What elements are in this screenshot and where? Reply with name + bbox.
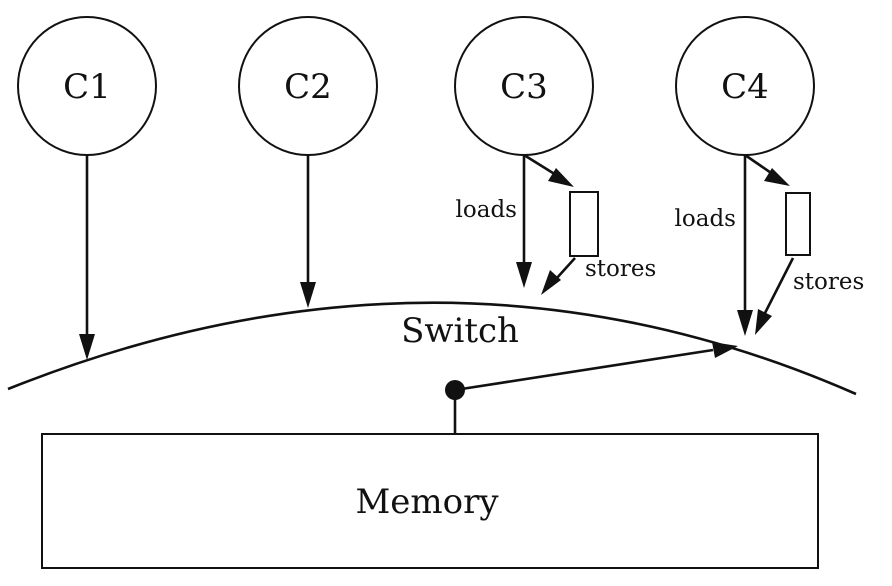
memory-response-arrow bbox=[454, 342, 738, 392]
c4-store-buffer bbox=[785, 192, 811, 256]
c3-stores-arrowhead bbox=[541, 270, 561, 295]
c4-loads-arrow bbox=[737, 155, 753, 336]
c3-buffer-arrowhead bbox=[548, 168, 574, 187]
c1-access-arrow bbox=[79, 155, 95, 360]
core-c3: C3 bbox=[454, 16, 594, 156]
c4-stores-arrow bbox=[755, 257, 795, 335]
c3-buffer-arrow bbox=[523, 153, 574, 187]
c4-stores-line bbox=[763, 257, 795, 314]
c4-buffer-arrow bbox=[744, 153, 790, 186]
c3-loads-arrowhead bbox=[516, 262, 532, 288]
memory-response-arrowhead bbox=[712, 342, 738, 358]
c4-loads-label: loads bbox=[675, 206, 736, 232]
switch-curve bbox=[7, 301, 857, 396]
switch-label: Switch bbox=[401, 311, 519, 351]
c4-stores-arrowhead bbox=[755, 309, 772, 335]
c3-loads-label: loads bbox=[456, 197, 517, 223]
c4-buffer-arrowhead bbox=[764, 168, 790, 186]
c3-loads-arrow bbox=[516, 155, 532, 288]
core-c2-label: C2 bbox=[284, 67, 332, 107]
memory-label: Memory bbox=[355, 482, 499, 522]
core-c1-label: C1 bbox=[63, 67, 111, 107]
core-c2: C2 bbox=[238, 16, 378, 156]
core-c1: C1 bbox=[17, 16, 157, 156]
c3-store-buffer bbox=[569, 191, 599, 257]
c4-loads-arrowhead bbox=[737, 310, 753, 336]
core-c3-label: C3 bbox=[500, 67, 548, 107]
c3-stores-line bbox=[555, 257, 576, 280]
memory-response-line bbox=[454, 348, 714, 392]
c1-access-arrowhead bbox=[79, 334, 95, 360]
core-c4: C4 bbox=[675, 16, 815, 156]
core-c4-label: C4 bbox=[721, 67, 769, 107]
c3-stores-label: stores bbox=[585, 256, 656, 282]
memory-box bbox=[41, 433, 819, 569]
c2-access-arrow bbox=[300, 155, 316, 308]
c2-access-arrowhead bbox=[300, 282, 316, 308]
c4-stores-label: stores bbox=[793, 269, 864, 295]
c3-stores-arrow bbox=[541, 257, 576, 295]
